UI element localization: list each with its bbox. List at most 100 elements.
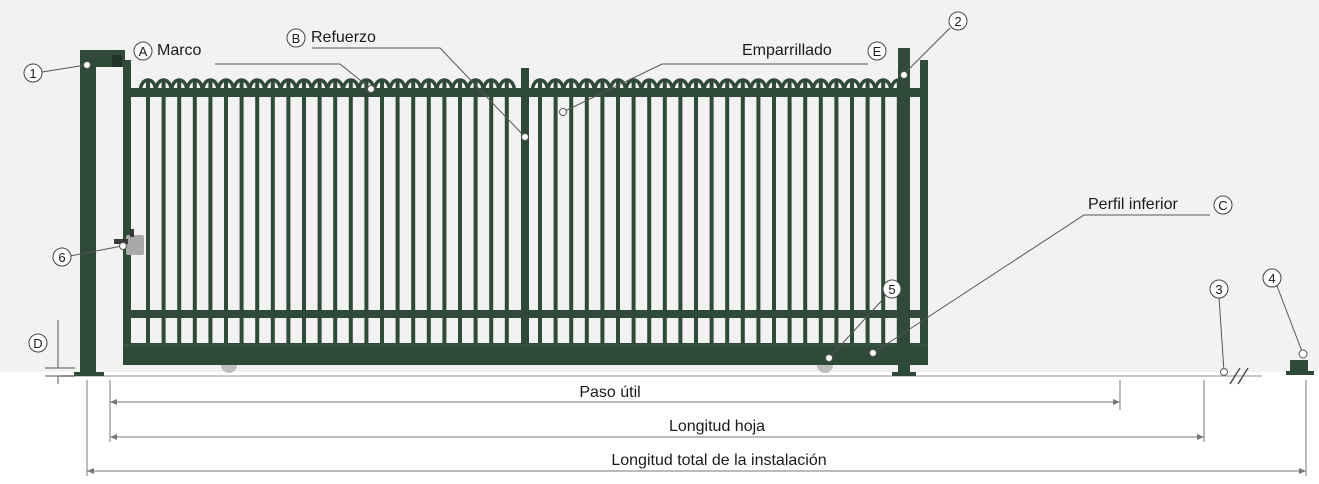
picket <box>348 80 353 345</box>
label-longitud-hoja: Longitud hoja <box>669 418 765 435</box>
picket <box>584 80 589 345</box>
picket <box>208 80 213 345</box>
end-stop-icon <box>1286 360 1314 375</box>
marker-circles <box>23 11 1282 353</box>
picket <box>678 80 683 345</box>
bottom-profile <box>123 343 928 365</box>
picket <box>286 80 291 345</box>
marker-1-circle <box>23 63 43 83</box>
marker-c: C <box>1218 198 1227 213</box>
left-post-guide <box>112 55 122 67</box>
picket <box>818 80 823 345</box>
dimension-lines <box>86 380 1307 476</box>
picket <box>426 80 431 345</box>
marker-b-circle <box>286 28 306 48</box>
label-emparrillado: Emparrillado <box>742 42 832 59</box>
lock-body <box>126 235 144 255</box>
picket <box>473 80 478 345</box>
leader-marco <box>215 63 372 90</box>
right-post-body <box>898 48 910 376</box>
picket <box>317 80 322 345</box>
leader-lines <box>41 27 1304 384</box>
frame-right-stile <box>920 60 928 365</box>
leader-3 <box>1218 296 1225 373</box>
picket <box>725 80 730 345</box>
marker-d: D <box>33 336 42 351</box>
picket <box>772 80 776 345</box>
leader-4 <box>1276 285 1304 355</box>
picket <box>647 80 652 345</box>
picket <box>239 80 244 345</box>
left-post-body <box>80 50 96 375</box>
wheel-left <box>221 365 237 373</box>
break-mark-icon <box>1229 367 1249 385</box>
leader-6 <box>69 245 123 257</box>
picket <box>161 80 166 345</box>
frame-left-stile <box>123 60 131 365</box>
picket <box>146 80 150 345</box>
picket <box>395 80 400 345</box>
picket <box>442 80 447 345</box>
dimension-arrows <box>87 399 1306 474</box>
label-perfil-inferior: Perfil inferior <box>1088 196 1178 213</box>
picket <box>489 80 494 345</box>
label-refuerzo: Refuerzo <box>311 29 376 46</box>
picket <box>553 80 558 345</box>
picket <box>411 80 416 345</box>
left-post <box>74 50 125 376</box>
marker-e: E <box>873 44 882 59</box>
picket-loop <box>497 78 517 91</box>
picket <box>270 80 275 345</box>
leader-dots <box>83 61 1308 376</box>
picket <box>177 80 182 345</box>
marker-4: 4 <box>1268 271 1275 286</box>
picket <box>255 80 260 345</box>
marker-3-circle <box>1209 279 1229 299</box>
marker-e-circle <box>867 41 887 61</box>
end-stop-base <box>1286 371 1314 375</box>
marker-d-circle <box>28 333 48 353</box>
leader-5 <box>828 296 886 359</box>
right-post <box>892 48 916 376</box>
label-marco: Marco <box>157 42 202 59</box>
marker-2: 2 <box>954 14 961 29</box>
leader-refuerzo <box>312 47 526 138</box>
picket <box>504 80 509 345</box>
picket <box>694 80 698 345</box>
marker-1: 1 <box>29 66 36 81</box>
marker-2-circle <box>948 11 968 31</box>
left-post-base <box>74 372 104 376</box>
picket <box>631 80 636 345</box>
leader-2 <box>903 27 951 75</box>
lock-handle <box>114 239 128 244</box>
leader-emparrillado <box>562 63 868 113</box>
picket <box>662 80 667 345</box>
grid-pickets <box>138 78 909 345</box>
picket <box>881 80 886 345</box>
picket <box>569 80 574 345</box>
leader-perfil <box>872 214 1210 354</box>
marker-6: 6 <box>58 250 65 265</box>
picket <box>458 80 462 345</box>
picket <box>364 80 369 345</box>
marker-a-circle <box>133 41 153 61</box>
marker-6-circle <box>52 247 72 267</box>
marker-c-circle <box>1213 195 1233 215</box>
picket <box>302 80 306 345</box>
marker-5: 5 <box>888 282 895 297</box>
marker-3: 3 <box>1215 282 1222 297</box>
end-stop-body <box>1290 360 1308 374</box>
picket <box>787 80 792 345</box>
picket <box>756 80 761 345</box>
picket <box>538 80 542 345</box>
marker-a: A <box>139 44 148 59</box>
picket <box>192 80 197 345</box>
lock-latch <box>130 229 134 237</box>
right-post-base <box>892 372 916 376</box>
picket <box>803 80 808 345</box>
picket <box>600 80 605 345</box>
leader-1 <box>41 64 87 73</box>
lock-icon <box>114 229 144 255</box>
